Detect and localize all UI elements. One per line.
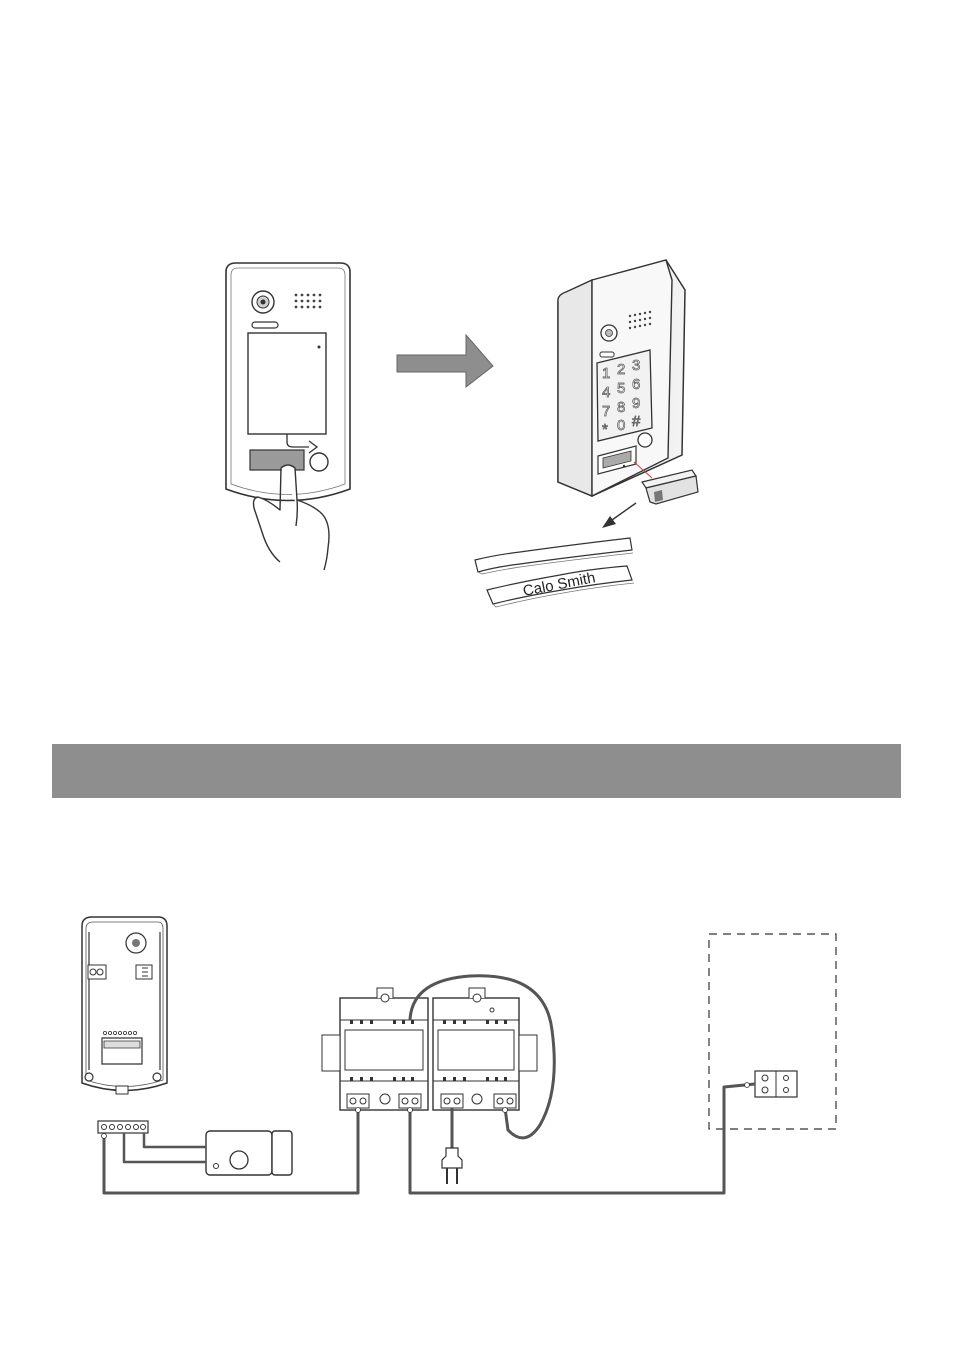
name-label-strips: Calo Smith xyxy=(475,538,634,607)
keypad-key: # xyxy=(632,413,641,430)
terminal-strip xyxy=(98,1121,148,1133)
wiring xyxy=(104,976,755,1193)
call-button-icon xyxy=(638,433,652,447)
keypad-key: 0 xyxy=(617,417,625,434)
electric-lock-icon xyxy=(206,1131,292,1175)
connector-pins xyxy=(103,1031,136,1034)
power-supply-unit xyxy=(322,988,537,1110)
keypad-key: 7 xyxy=(602,403,610,420)
keypad-key: * xyxy=(602,421,608,438)
call-button-icon xyxy=(310,453,328,471)
door-station-rear xyxy=(82,917,167,1094)
keypad-key: 5 xyxy=(617,380,625,397)
wire-lock-b xyxy=(144,1133,206,1147)
name-label-slot xyxy=(250,450,304,470)
keypad-key: 4 xyxy=(602,384,610,401)
camera-icon xyxy=(252,291,274,313)
monitor-area-outline xyxy=(709,934,836,1129)
keypad-key: 3 xyxy=(632,357,640,374)
indicator-led xyxy=(252,322,278,328)
door-panel-keypad-3d: 1 2 3 4 5 6 7 8 9 * 0 # xyxy=(558,260,685,496)
keypad-key: 9 xyxy=(632,395,640,412)
camera-icon xyxy=(601,325,617,341)
nameplate-text: Calo Smith xyxy=(522,569,597,600)
mains-plug-icon xyxy=(442,1108,462,1184)
keypad-key: 6 xyxy=(632,376,640,393)
card-window xyxy=(248,333,326,434)
keypad-key: 1 xyxy=(602,365,610,382)
keypad-key: 2 xyxy=(617,361,625,378)
label-cover-piece xyxy=(642,470,698,504)
arrow-down-left-icon xyxy=(602,503,636,528)
keypad-key: 8 xyxy=(617,399,625,416)
arrow-right-icon xyxy=(397,335,493,387)
terminal-screws xyxy=(88,965,106,979)
